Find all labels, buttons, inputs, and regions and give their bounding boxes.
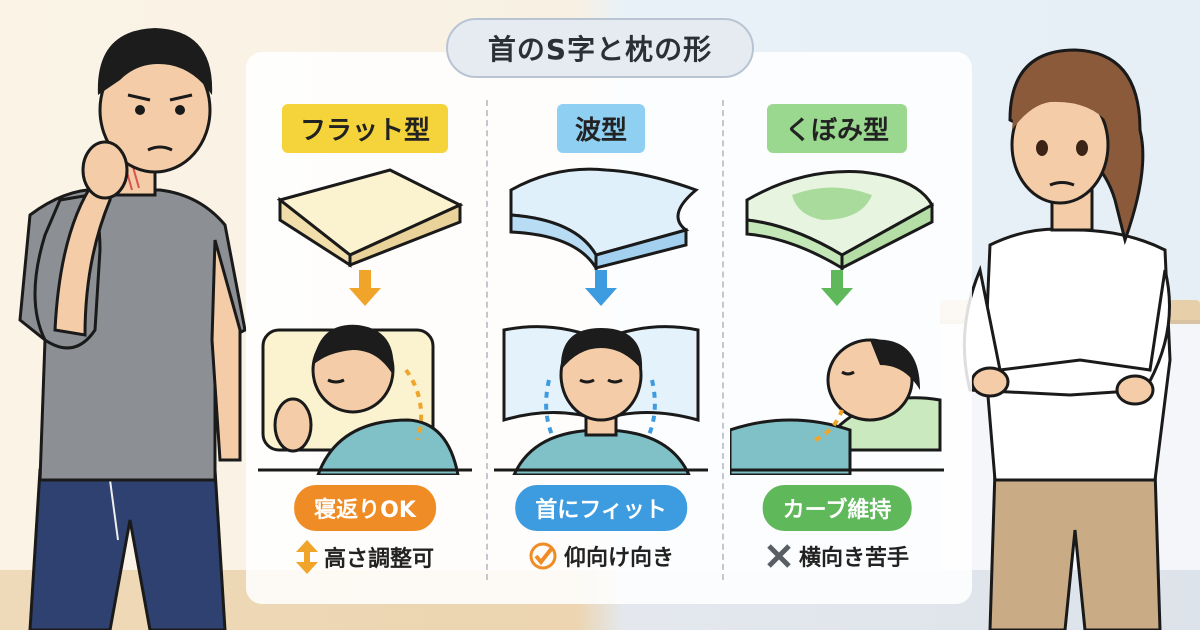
feature-row: 横向き苦手 [722, 540, 952, 572]
man-with-neck-pain-illustration [18, 28, 247, 630]
down-arrow-icon [585, 270, 617, 306]
page-title: 首のS字と枕の形 [446, 18, 754, 78]
x-mark-icon [765, 542, 793, 570]
feature-row: 仰向け向き [486, 540, 716, 572]
feature-text: 高さ調整可 [323, 547, 434, 572]
woman-illustration [962, 48, 1172, 630]
sleeping-person-profile-illustration [730, 338, 944, 475]
feature-row: 高さ調整可 [250, 540, 480, 574]
hollow-pillow-icon [745, 170, 935, 270]
sleeping-person-back-illustration [494, 325, 708, 475]
wave-pillow-icon [509, 167, 699, 270]
flat-pillow-icon [276, 168, 464, 268]
feature-text: 仰向け向き [563, 546, 674, 571]
up-down-arrow-icon [295, 540, 318, 574]
column-wave-pillow: 波型 首にフィット 仰向け向き [486, 100, 716, 590]
result-badge: 首にフィット [515, 485, 687, 531]
sleeping-person-side-illustration [258, 324, 472, 475]
pillow-type-label: 波型 [556, 104, 646, 153]
down-arrow-icon [349, 270, 381, 306]
down-arrow-icon [821, 270, 853, 306]
feature-text: 横向き苦手 [798, 546, 909, 571]
result-badge: カーブ維持 [762, 485, 912, 531]
result-badge: 寝返りOK [294, 485, 436, 531]
pillow-type-label: フラット型 [281, 104, 449, 153]
pillow-type-label: くぼみ型 [766, 104, 908, 153]
check-circle-icon [528, 541, 558, 571]
column-divider [486, 100, 488, 580]
column-divider [722, 100, 724, 580]
column-hollow-pillow: くぼみ型 カーブ維持 横向き苦手 [722, 100, 952, 590]
column-flat-pillow: フラット型 寝返りOK 高さ調整可 [250, 100, 480, 590]
